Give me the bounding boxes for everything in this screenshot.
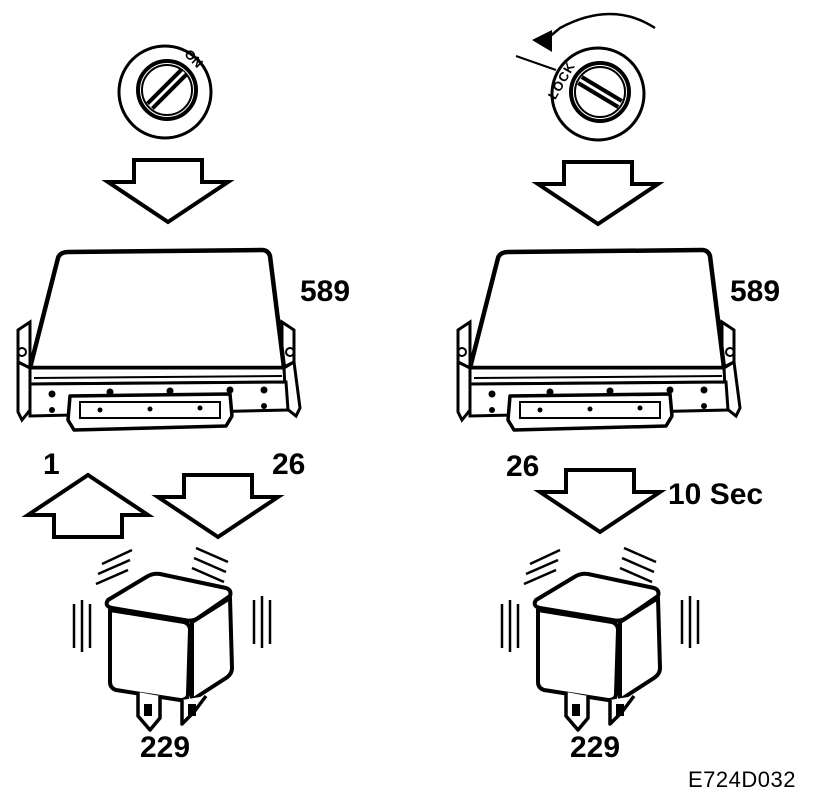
arrow-switch-to-ecu-left: [106, 158, 230, 224]
relay-number-left: 229: [140, 731, 191, 764]
ecu-number-right: 589: [730, 275, 781, 308]
delay-label: 10 Sec: [668, 478, 764, 511]
ignition-switch-lock: [550, 46, 646, 142]
ecu-unit-left: [18, 250, 300, 430]
pin-label-26-left: 26: [272, 448, 306, 481]
arrow-relay-to-ecu-pin1: [26, 473, 150, 539]
relay-right: [500, 546, 700, 732]
figure-code: E724D032: [688, 767, 796, 792]
ignition-switch-on: [117, 44, 213, 140]
relay-number-right: 229: [570, 731, 621, 764]
pin-label-26-right: 26: [506, 450, 540, 483]
ecu-unit-right: [458, 250, 740, 430]
arrow-ecu-pin26-to-relay-right: [538, 468, 662, 534]
rotation-arrow-icon: [515, 12, 656, 71]
arrow-ecu-pin26-to-relay: [156, 473, 280, 539]
arrow-switch-to-ecu-right: [536, 160, 660, 226]
ecu-number-left: 589: [300, 275, 351, 308]
relay-left: [72, 546, 272, 732]
pin-label-1: 1: [43, 448, 60, 481]
